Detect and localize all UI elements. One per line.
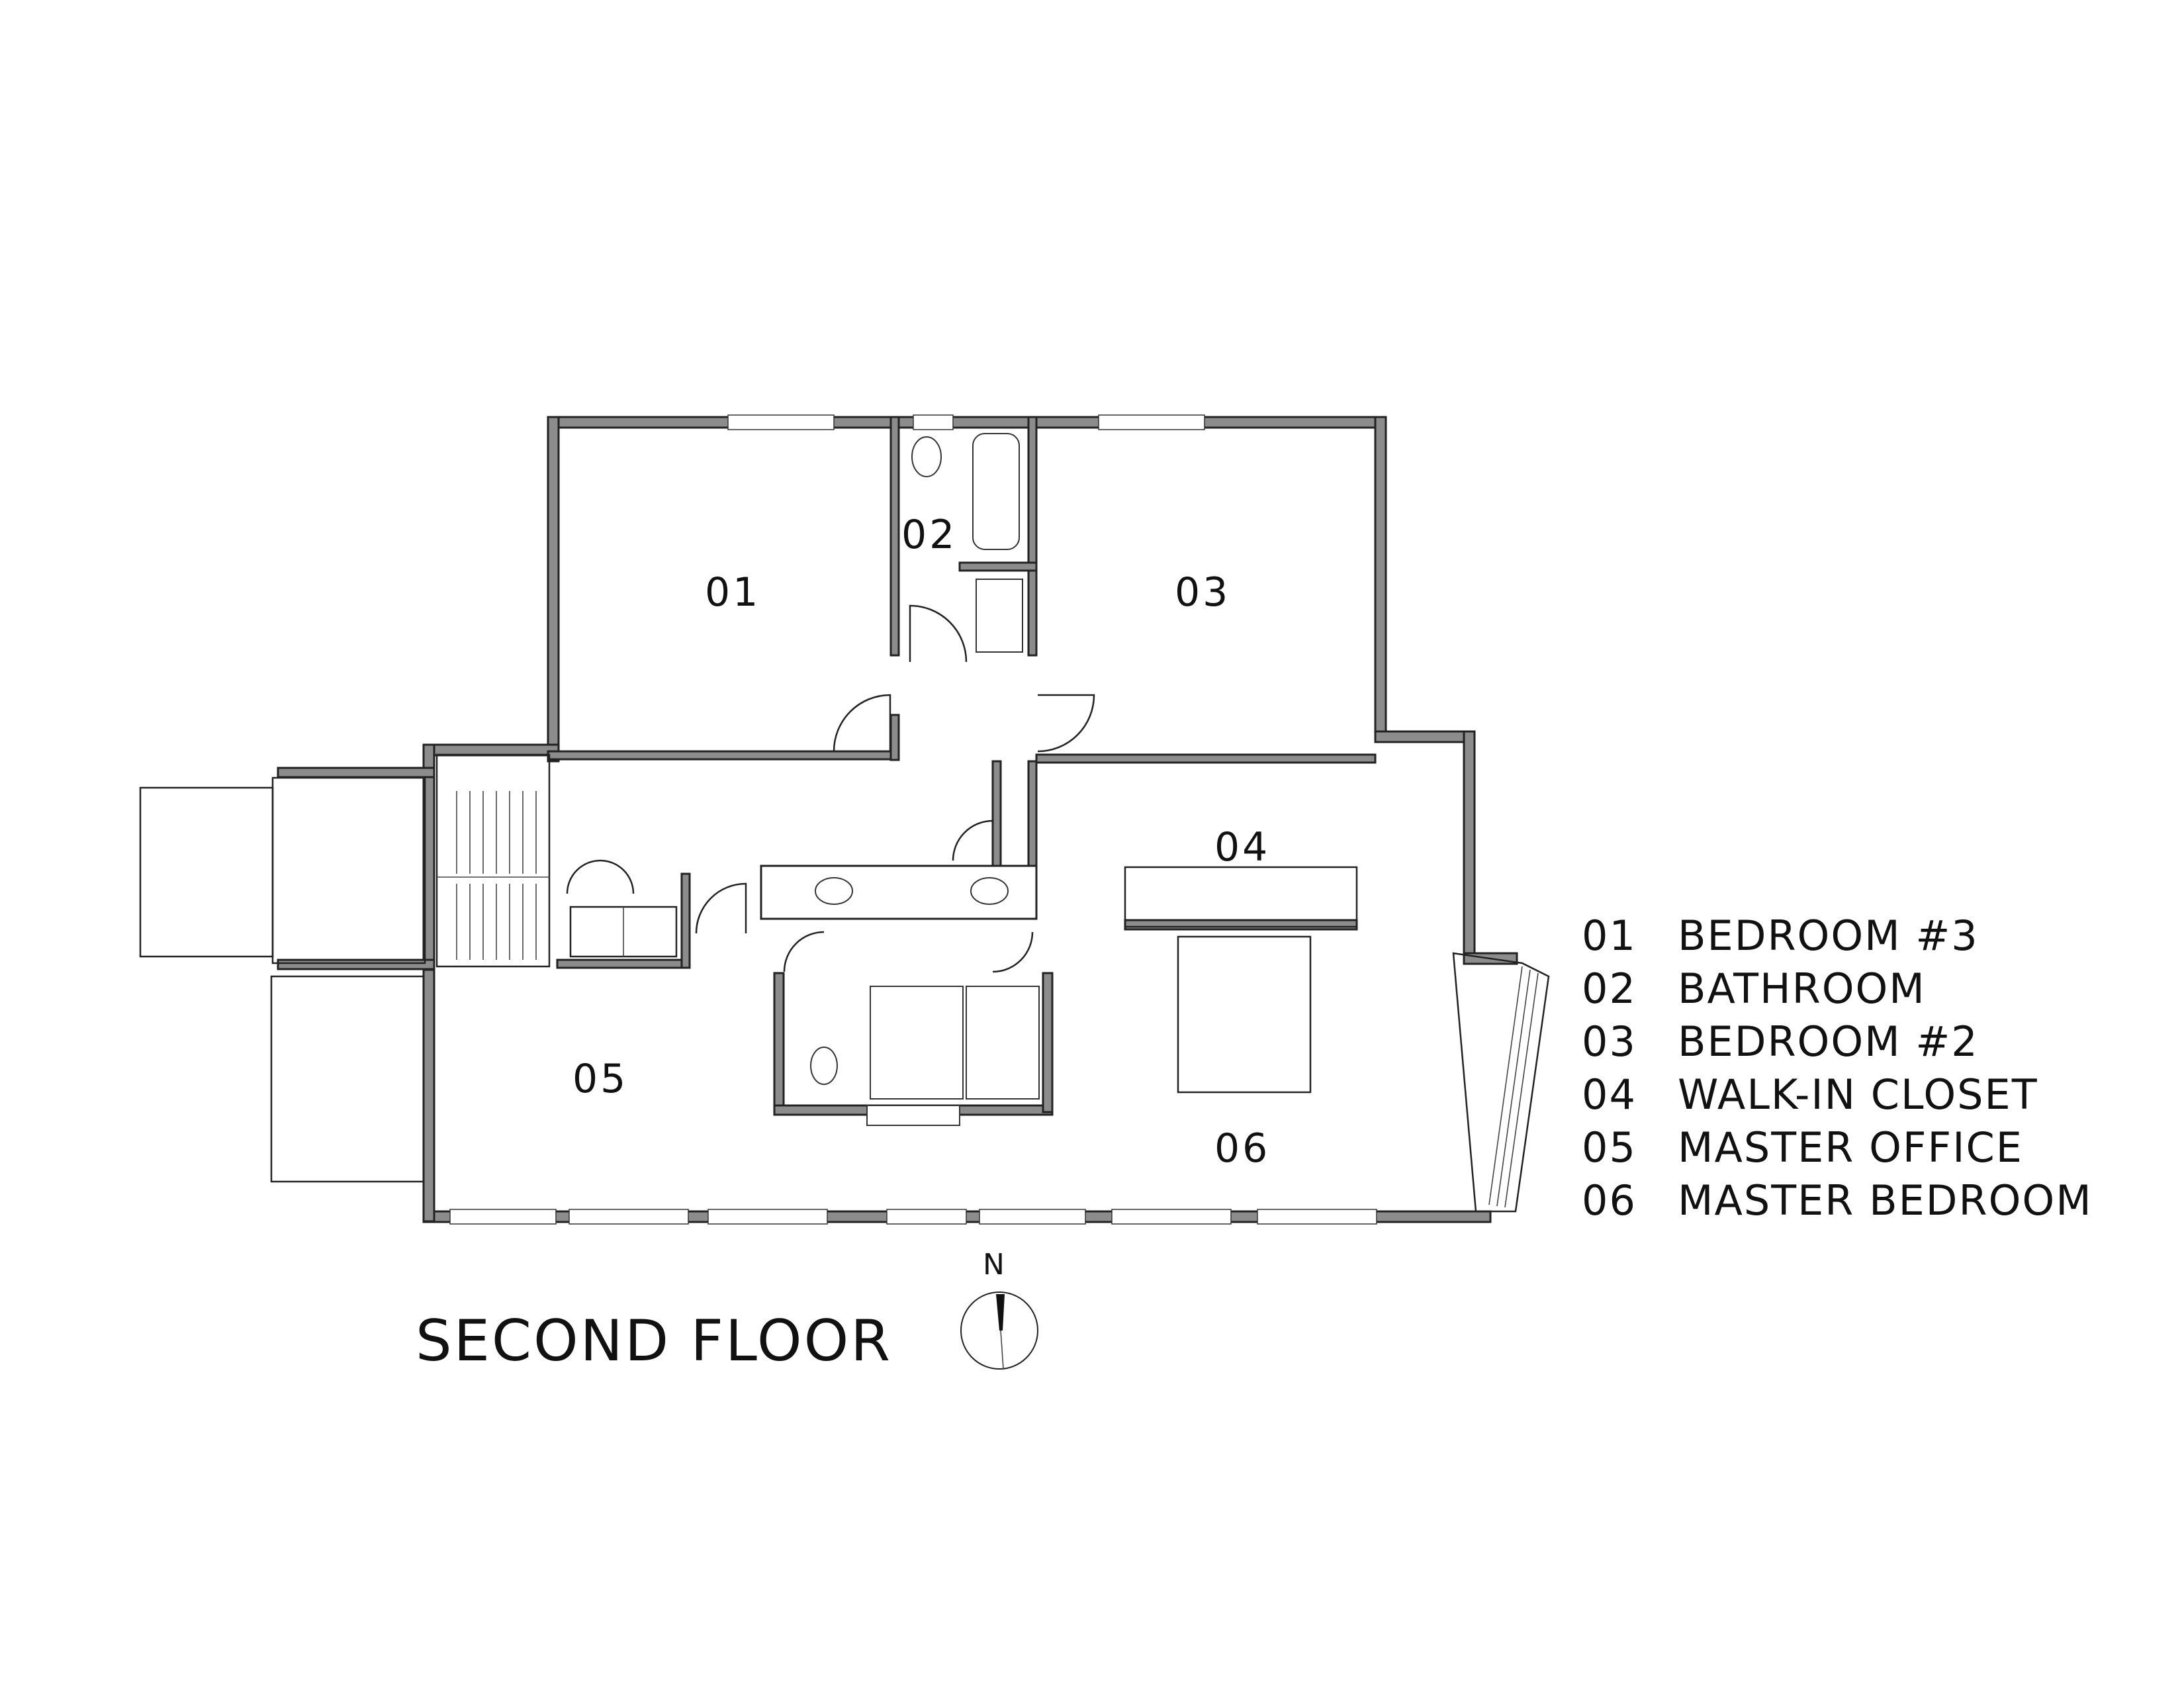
north-needle-icon <box>996 1294 1005 1331</box>
legend-name-01: BEDROOM #3 <box>1678 912 1979 960</box>
north-label: N <box>983 1248 1005 1282</box>
legend-number-05: 05 <box>1582 1123 1637 1172</box>
west-deck <box>139 776 426 1183</box>
room-legend: 01 BEDROOM #3 02 BATHROOM 03 BEDROOM #2 … <box>1582 912 2093 1225</box>
north-arrow-icon <box>960 1291 1038 1370</box>
room-label-02: 02 <box>901 512 957 558</box>
legend-name-04: WALK-IN CLOSET <box>1678 1070 2038 1119</box>
legend-name-02: BATHROOM <box>1678 964 1926 1013</box>
closet-and-bed <box>569 866 1358 1094</box>
legend-number-06: 06 <box>1582 1176 1637 1225</box>
room-label-03: 03 <box>1175 569 1230 616</box>
room-label-06: 06 <box>1214 1125 1270 1172</box>
stairs <box>435 753 551 968</box>
north-arrow: N <box>960 1248 1038 1370</box>
room-label-01: 01 <box>705 569 760 616</box>
interior-walls <box>547 416 1377 1116</box>
legend-number-02: 02 <box>1582 964 1637 1013</box>
east-deck <box>1452 952 1550 1213</box>
south-windows <box>449 1209 1377 1225</box>
bath-fixtures <box>810 433 1040 1126</box>
room-labels: 01 02 03 04 05 06 <box>572 512 1270 1172</box>
legend-number-04: 04 <box>1582 1070 1637 1119</box>
door-swings <box>566 604 1095 973</box>
room-label-05: 05 <box>572 1056 628 1102</box>
legend-name-06: MASTER BEDROOM <box>1678 1176 2093 1225</box>
north-windows <box>727 414 1205 430</box>
legend-number-03: 03 <box>1582 1017 1637 1066</box>
room-label-04: 04 <box>1214 824 1270 870</box>
legend-name-05: MASTER OFFICE <box>1678 1123 2023 1172</box>
plan-title: SECOND FLOOR <box>416 1308 892 1374</box>
legend-name-03: BEDROOM #2 <box>1678 1017 1979 1066</box>
legend-number-01: 01 <box>1582 912 1637 960</box>
